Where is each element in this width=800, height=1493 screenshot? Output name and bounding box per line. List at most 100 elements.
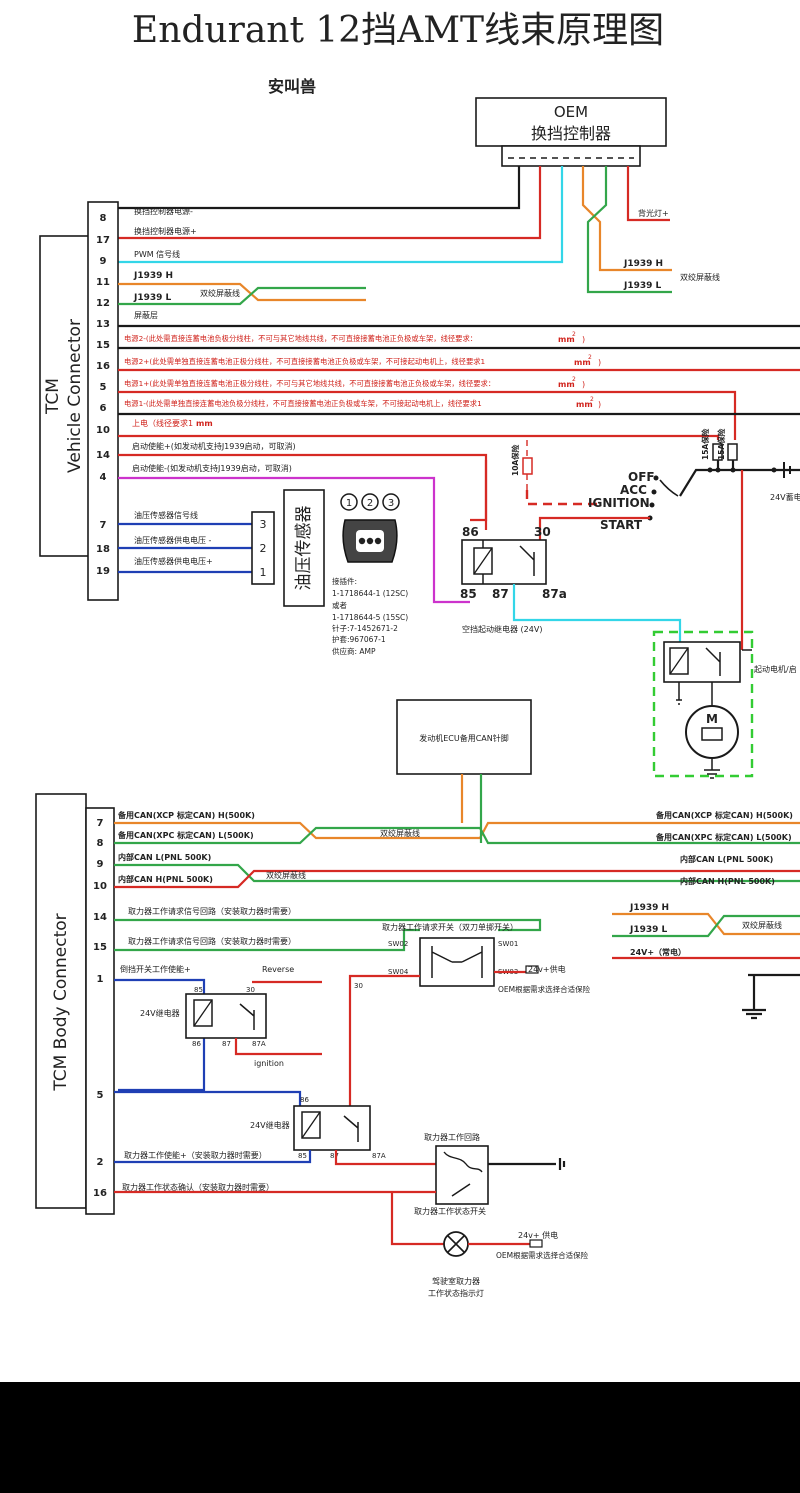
svg-text:mm: mm (558, 335, 575, 344)
vehicle-connector-pins (87, 201, 119, 601)
body-pin-5: 5 (97, 1090, 104, 1101)
svg-text:2: 2 (367, 498, 373, 509)
svg-text:7: 7 (100, 520, 107, 531)
oem-backlight-label: 背光灯+ (638, 208, 669, 218)
fuse-10a-label: 10A保险 (510, 444, 520, 476)
body-right-can-3: 内部CAN L(PNL 500K) (680, 854, 773, 864)
ignition-on: IGNITION (588, 496, 650, 510)
reverse-ignition: ignition (254, 1059, 284, 1068)
reverse-relay-85: 85 (194, 986, 203, 994)
vehicle-pin-9: 9 PWM 信号线 (100, 249, 181, 267)
svg-text:1-1718644-1 (12SC): 1-1718644-1 (12SC) (332, 589, 408, 598)
svg-text:供应商: AMP: 供应商: AMP (332, 646, 376, 656)
page-title: Endurant 12挡AMT线束原理图 (132, 10, 664, 51)
oem-j1939h-label: J1939 H (623, 259, 663, 269)
oem-shift-controller-box (475, 97, 667, 147)
svg-text:护套:967067-1: 护套:967067-1 (332, 634, 386, 644)
bottom-black-bar (0, 1382, 800, 1493)
vehicle-pin-17: 17 换挡控制器电源+ (96, 226, 197, 246)
oil-sensor-pin-1: 1 (260, 566, 267, 579)
svg-text:): ) (598, 358, 601, 367)
svg-text:15: 15 (93, 942, 107, 953)
svg-text:5: 5 (100, 382, 107, 393)
svg-text:9: 9 (97, 859, 104, 870)
pto-switch-caption: 取力器工作请求开关（双刀单掷开关） (382, 922, 518, 932)
svg-text:启动使能-(如发动机支持J1939启动，可取消): 启动使能-(如发动机支持J1939启动，可取消) (132, 463, 292, 473)
fuse-15a-label-2: 15A保险 (716, 428, 726, 460)
svg-text:取力器工作请求信号回路（安装取力器时需要）: 取力器工作请求信号回路（安装取力器时需要） (128, 906, 296, 916)
svg-text:1: 1 (97, 974, 104, 985)
body-j1939l: J1939 L (629, 925, 668, 935)
vehicle-twisted-label: 双绞屏蔽线 (200, 288, 240, 298)
svg-text:9: 9 (100, 256, 107, 267)
reverse-relay-87: 87 (222, 1040, 231, 1048)
svg-text:接插件:: 接插件: (332, 576, 357, 586)
svg-text:油压传感器供电电压+: 油压传感器供电电压+ (134, 556, 213, 566)
body-right-can-1: 备用CAN(XCP 标定CAN) H(500K) (655, 810, 793, 820)
oem-label: OEM (554, 103, 588, 121)
svg-text:2: 2 (97, 1157, 104, 1168)
pto-relay-85: 85 (298, 1152, 307, 1160)
svg-text:16: 16 (93, 1188, 107, 1199)
body-right-can-2: 备用CAN(XPC 标定CAN) L(500K) (655, 832, 792, 842)
engine-ecu-label: 发动机ECU备用CAN针脚 (419, 733, 509, 743)
body-twisted-2: 双绞屏蔽线 (266, 870, 306, 880)
svg-text:启动使能+(如发动机支持J1939启动，可取消): 启动使能+(如发动机支持J1939启动，可取消) (132, 441, 296, 451)
svg-text:2: 2 (572, 376, 576, 383)
svg-text:17: 17 (96, 235, 110, 246)
pto-sw01: SW01 (498, 940, 518, 948)
vehicle-pin-19: 19 油压传感器供电电压+ (96, 556, 213, 577)
start-relay-86: 86 (462, 525, 479, 539)
svg-text:电源2+(此处需单独直接连蓄电池正极分线柱，不可直接接蓄电池: 电源2+(此处需单独直接连蓄电池正极分线柱，不可直接接蓄电池正负极或车架，不可接… (124, 357, 485, 366)
svg-text:内部CAN L(PNL 500K): 内部CAN L(PNL 500K) (118, 852, 211, 862)
body-pin-9: 9 内部CAN L(PNL 500K) (97, 852, 212, 870)
svg-text:内部CAN H(PNL 500K): 内部CAN H(PNL 500K) (680, 876, 775, 886)
start-relay-caption: 空挡起动继电器 (24V) (462, 624, 542, 634)
lamp-caption-1: 驾驶室取力器 (432, 1276, 480, 1286)
pto-relay-86: 86 (300, 1096, 309, 1104)
vehicle-pin-14: 14 启动使能+(如发动机支持J1939启动，可取消) (96, 441, 296, 461)
pto-sw02: SW02 (388, 940, 408, 948)
svg-text:备用CAN(XCP 标定CAN) H(500K): 备用CAN(XCP 标定CAN) H(500K) (655, 810, 793, 820)
svg-text:14: 14 (96, 450, 110, 461)
svg-text:倒挡开关工作使能+: 倒挡开关工作使能+ (120, 964, 191, 974)
svg-text:电源2-(此处需直接连蓄电池负极分线柱，不可与其它地线共线，: 电源2-(此处需直接连蓄电池负极分线柱，不可与其它地线共线，不可直接接蓄电池正负… (124, 334, 477, 343)
body-right-can-4: 内部CAN H(PNL 500K) (680, 876, 775, 886)
reverse-relay-30: 30 (246, 986, 255, 994)
body-twisted-3: 双绞屏蔽线 (742, 920, 782, 930)
reverse-relay-caption: 24V继电器 (140, 1008, 180, 1018)
fuse-15a-2 (727, 443, 738, 461)
oem-controller-label: 换挡控制器 (531, 124, 611, 143)
pto-circuit-caption: 取力器工作回路 (424, 1132, 480, 1142)
svg-text:取力器工作使能+（安装取力器时需要）: 取力器工作使能+（安装取力器时需要） (124, 1150, 267, 1160)
svg-text:油压传感器信号线: 油压传感器信号线 (134, 510, 198, 520)
body-connector-outer (35, 793, 87, 1209)
svg-text:内部CAN L(PNL 500K): 内部CAN L(PNL 500K) (680, 854, 773, 864)
starter-dashed-box (652, 630, 754, 778)
svg-text:PWM 信号线: PWM 信号线 (134, 249, 180, 259)
body-24v-label: 24V+（常电） (630, 947, 686, 957)
pto-circuit-box (435, 1145, 489, 1205)
body-connector-label: TCM Body Connector (51, 913, 71, 1091)
oil-sensor-connector-icon: 1 2 3 (340, 493, 400, 563)
lamp-caption-2: 工作状态指示灯 (428, 1288, 484, 1298)
svg-text:换挡控制器电源+: 换挡控制器电源+ (134, 226, 197, 236)
svg-text:2: 2 (590, 396, 594, 403)
svg-text:11: 11 (96, 277, 110, 288)
engine-ecu-box (396, 699, 532, 775)
vehicle-connector-label-2: Vehicle Connector (65, 319, 85, 473)
svg-text:J1939 L: J1939 L (133, 293, 172, 303)
svg-text:4: 4 (100, 472, 107, 483)
svg-text:19: 19 (96, 566, 110, 577)
svg-text:mm: mm (196, 419, 213, 428)
